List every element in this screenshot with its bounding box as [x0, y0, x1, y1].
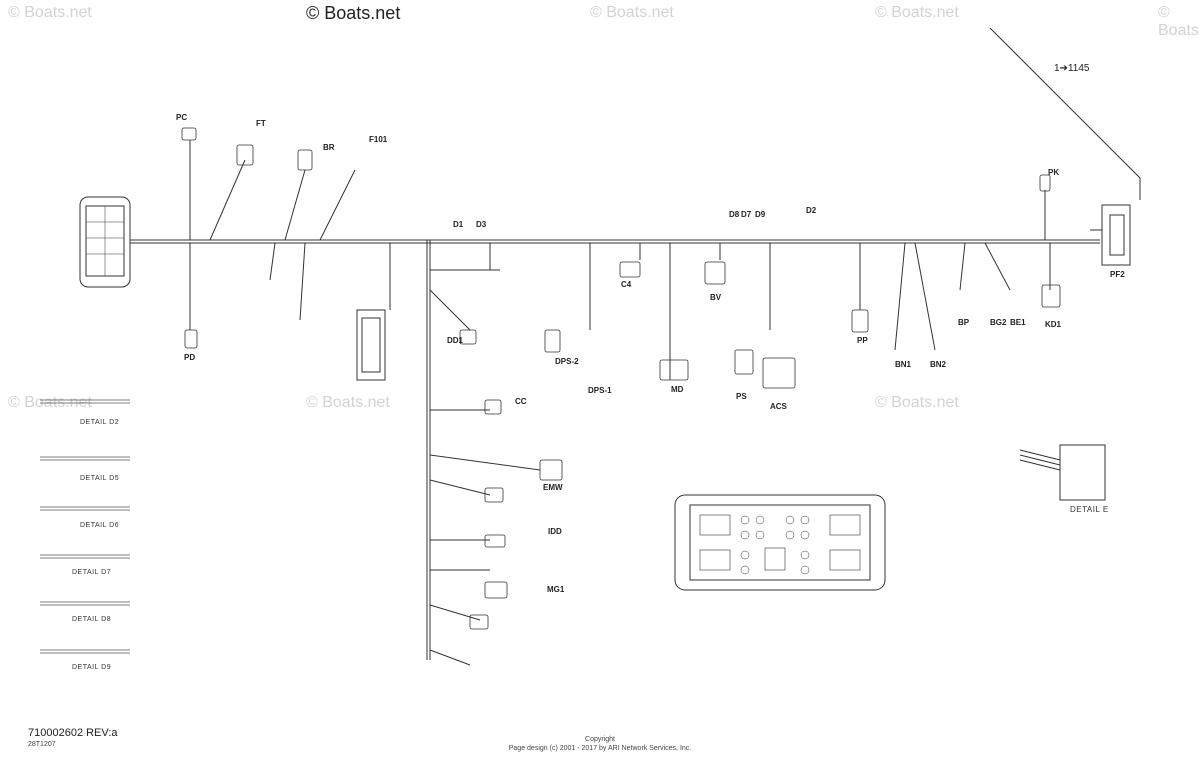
connector-idd — [484, 534, 506, 548]
connector-lower — [469, 614, 489, 630]
label-pk: PK — [1048, 168, 1060, 177]
watermark: © Boats.net — [875, 4, 959, 21]
detail-e-label: DETAIL E — [1070, 505, 1109, 514]
detail-d6-label: DETAIL D6 — [80, 522, 120, 529]
watermark: © Boats.net — [8, 394, 92, 411]
detail-d9-label: DETAIL D9 — [72, 664, 112, 671]
label-d3: D3 — [476, 220, 487, 229]
label-emw: EMW — [543, 483, 563, 492]
label-d7: D7 — [741, 210, 752, 219]
connector-emw — [484, 487, 504, 503]
watermark: © Boats.net — [306, 394, 390, 411]
connector-br — [297, 149, 313, 171]
label-pd: PD — [184, 353, 196, 362]
connector-dps2 — [544, 329, 561, 353]
detail-d7-label: DETAIL D7 — [72, 569, 112, 576]
connector-mg1 — [484, 581, 508, 599]
connector-kd1 — [1041, 284, 1061, 308]
label-bn1: BN1 — [895, 360, 912, 369]
connector-pk — [1039, 174, 1051, 192]
label-f101: F101 — [369, 135, 388, 144]
label-cc: CC — [515, 397, 527, 406]
label-dps1: DPS-1 — [588, 386, 612, 395]
label-dps2: DPS-2 — [555, 357, 579, 366]
label-acs: ACS — [770, 402, 787, 411]
label-bv: BV — [710, 293, 722, 302]
connector-ecu-aux — [539, 459, 563, 481]
label-ft: FT — [256, 119, 266, 128]
label-bg2: BG2 — [990, 318, 1007, 327]
label-kd1: KD1 — [1045, 320, 1062, 329]
fuse-panel-bottom — [674, 494, 886, 591]
detail-d2-label: DETAIL D2 — [80, 419, 120, 426]
watermark: © Boats.net — [590, 4, 674, 21]
connector-ft — [236, 144, 254, 166]
watermark: © Boats.net — [8, 4, 92, 21]
copyright-text: Page design (c) 2001 - 2017 by ARI Netwo… — [508, 744, 692, 752]
ecu-module — [356, 309, 386, 381]
label-dd1: DD1 — [447, 336, 464, 345]
connector-md — [659, 359, 689, 381]
connector-pd — [184, 329, 198, 349]
connector-dd1 — [459, 329, 477, 345]
label-mg1: MG1 — [547, 585, 565, 594]
label-be1: BE1 — [1010, 318, 1026, 327]
watermark-main: © Boats.net — [306, 3, 401, 23]
detail-d8-label: DETAIL D8 — [72, 616, 112, 623]
connector-c4 — [619, 261, 641, 278]
label-md: MD — [671, 385, 684, 394]
connector-pp — [851, 309, 869, 333]
copyright-notice: Copyright Page design (c) 2001 - 2017 by… — [420, 736, 780, 754]
label-d2: D2 — [806, 206, 817, 215]
copyright-title: Copyright — [585, 736, 615, 743]
watermark: © Boats.net — [875, 394, 959, 411]
label-d9: D9 — [755, 210, 766, 219]
detail-e-drawing — [1019, 444, 1106, 501]
label-idd: IDD — [548, 527, 562, 536]
document-number: 710002602 REV:a — [28, 727, 118, 739]
connector-bv — [704, 261, 726, 285]
connector-pc — [181, 127, 197, 141]
label-pp: PP — [857, 336, 868, 345]
label-br: BR — [323, 143, 335, 152]
label-pc: PC — [176, 113, 188, 122]
label-d8: D8 — [729, 210, 740, 219]
detail-d5-label: DETAIL D5 — [80, 475, 120, 482]
main-connector-right — [1090, 204, 1131, 266]
label-pf2: PF2 — [1110, 270, 1125, 279]
label-d1: D1 — [453, 220, 464, 229]
fuse-box-left — [79, 196, 131, 288]
connector-cc — [484, 399, 502, 415]
document-subnumber: 28T1207 — [28, 741, 56, 748]
watermark: © Boats.net — [1158, 4, 1200, 39]
connector-acs — [762, 357, 796, 389]
label-bn2: BN2 — [930, 360, 947, 369]
label-ps: PS — [736, 392, 747, 401]
label-bp: BP — [958, 318, 970, 327]
label-c4: C4 — [621, 280, 632, 289]
connector-ps — [734, 349, 754, 375]
reference-label: 1➔1145 — [1054, 63, 1090, 74]
